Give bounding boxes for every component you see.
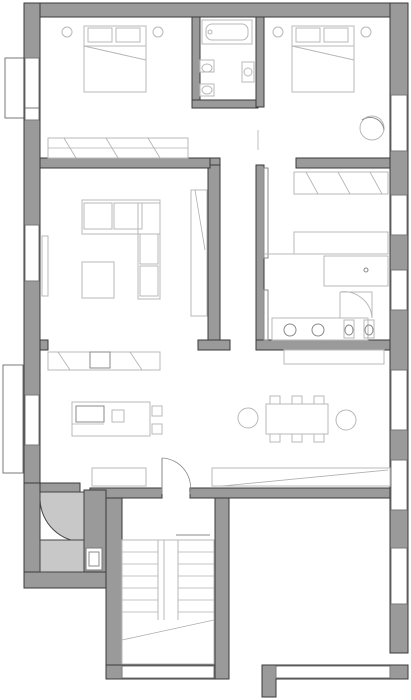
interior-walls [39,16,391,573]
bathroom-east [263,167,389,341]
utility-room [39,491,103,573]
living-room [41,189,208,317]
bedroom-northeast [272,25,385,141]
windows [24,57,408,679]
balcony-west [2,364,24,474]
bathroom-north [199,19,259,150]
bedroom-northwest [47,25,189,159]
entrance-door [161,457,191,495]
balcony-north-west [4,57,26,119]
kitchen-dining [47,349,391,487]
stairwell [121,534,215,665]
